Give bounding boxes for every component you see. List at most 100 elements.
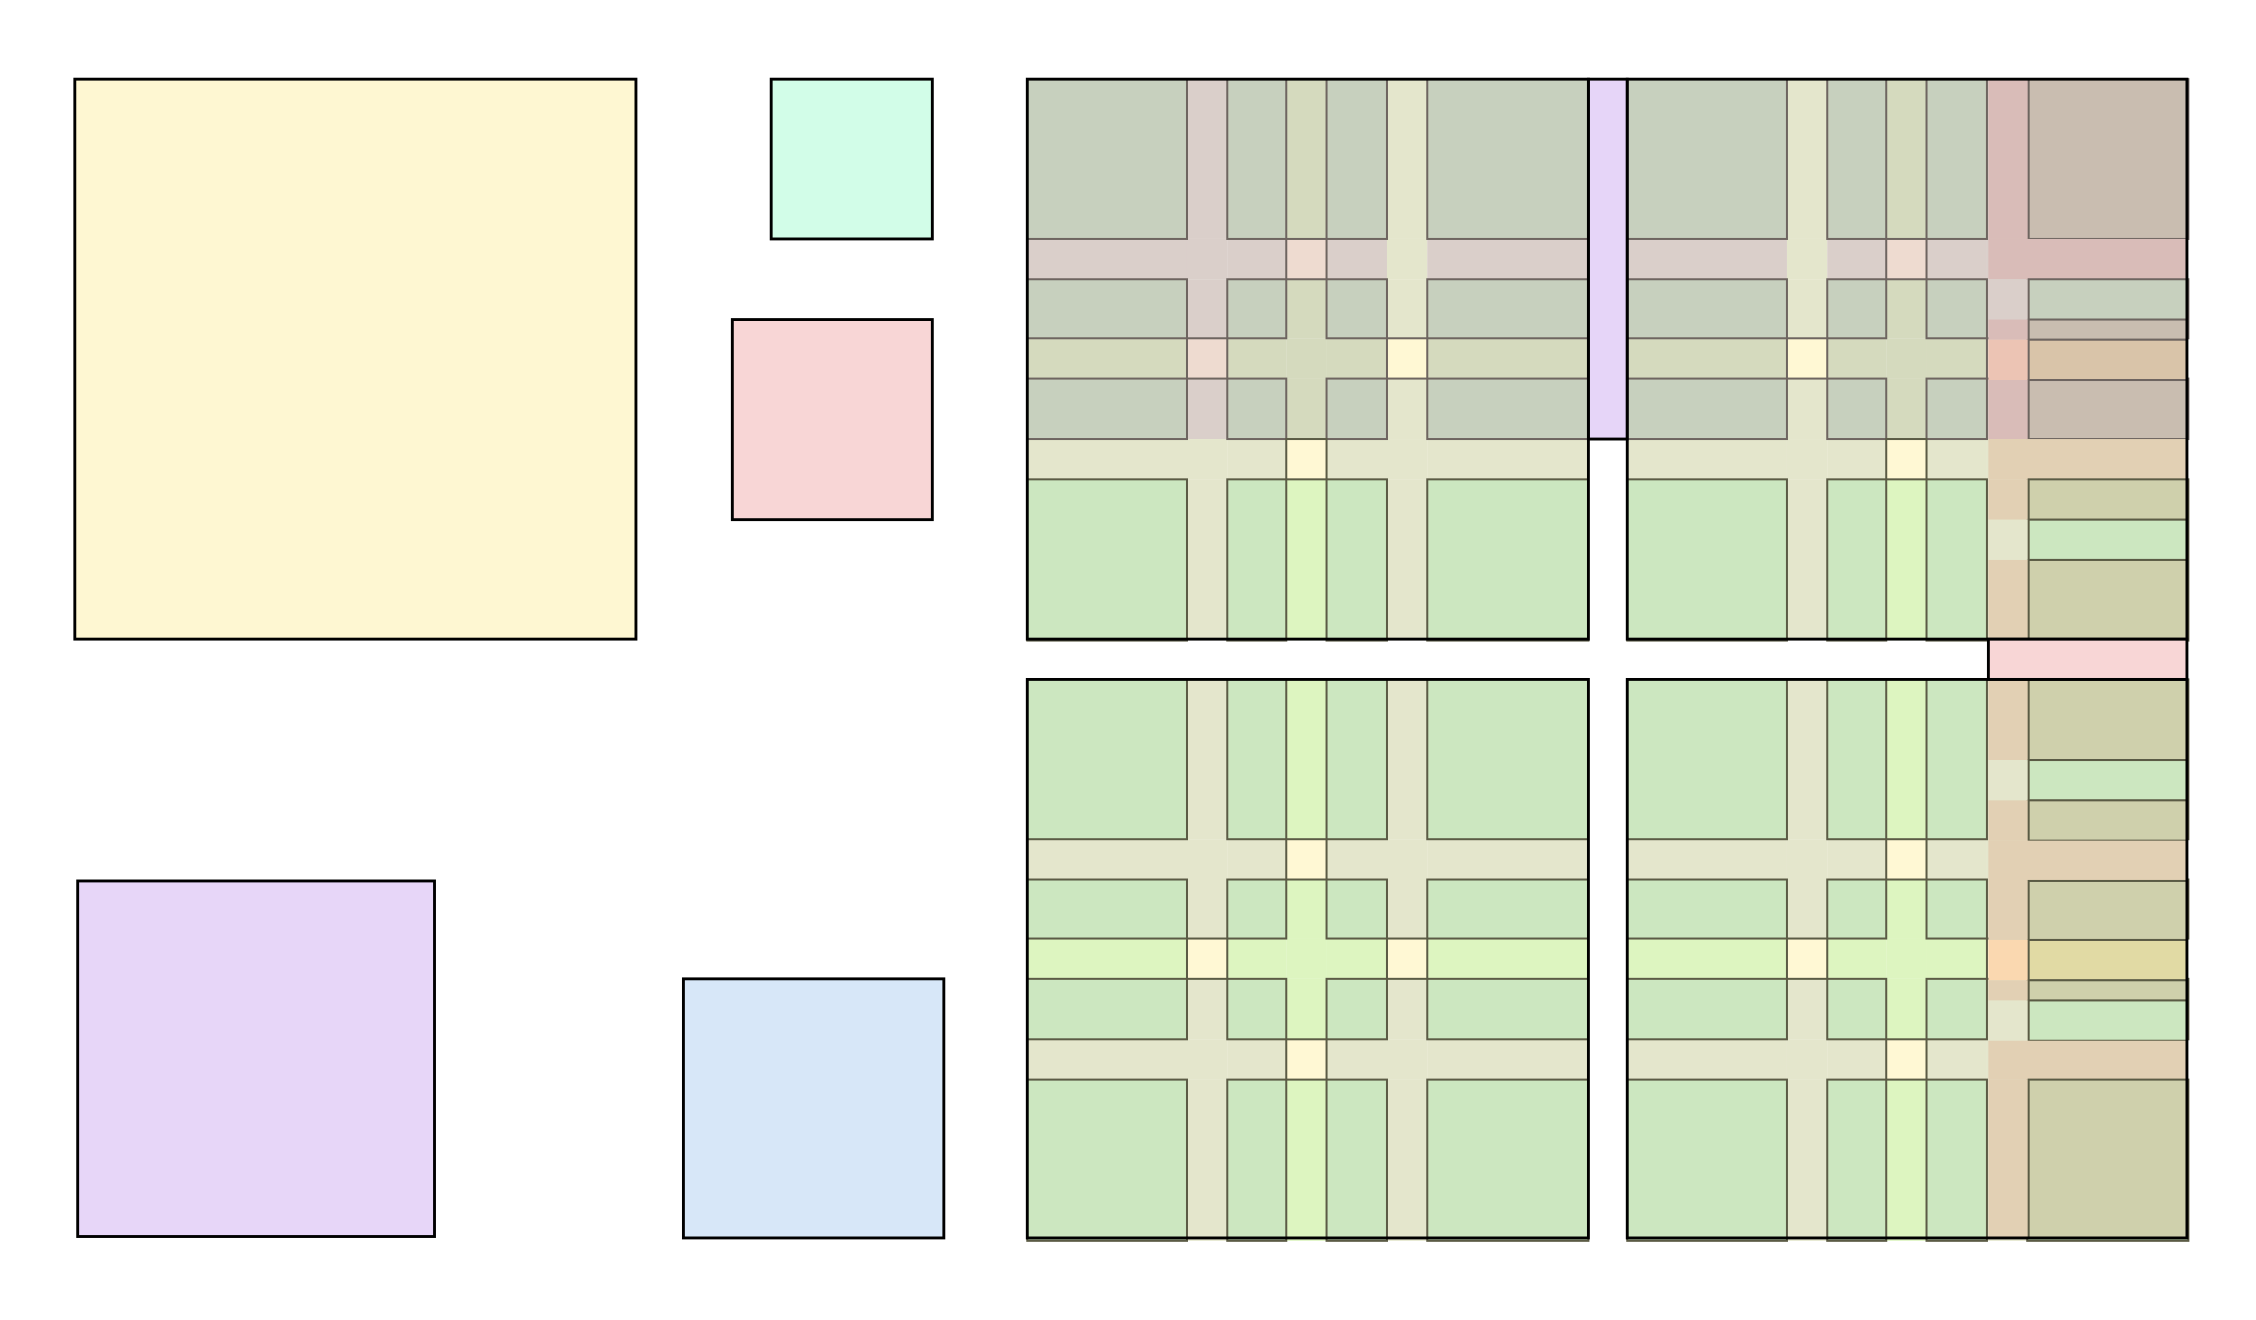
grid-band	[1386, 378, 1428, 440]
grid-cell	[1226, 678, 1288, 841]
grid-band	[1827, 439, 1887, 480]
grid-band	[1386, 238, 1428, 280]
grid-band	[1286, 679, 1327, 840]
grid-cell	[1925, 377, 1988, 441]
grid-band	[1386, 679, 1428, 840]
blue-box	[681, 977, 946, 1240]
grid-band	[1926, 439, 1987, 480]
grid-band	[1326, 238, 1387, 280]
grid-band	[1386, 978, 1428, 1040]
grid-band	[1227, 839, 1287, 880]
grid-cell	[1226, 377, 1288, 441]
grid-crossing	[1785, 337, 1829, 380]
grid-cell	[1426, 478, 1590, 642]
grid-crossing	[1285, 838, 1328, 881]
grid-cell	[1826, 678, 1888, 841]
strip-band-segment	[1988, 800, 2029, 841]
strip-band-segment	[1988, 479, 2029, 520]
grid-cell	[1826, 878, 1888, 940]
block-outlines	[1025, 77, 2189, 1240]
grid-band	[1786, 79, 1828, 239]
grid-cell	[1226, 78, 1288, 240]
grid-band	[1786, 238, 1828, 280]
grid-band	[1427, 338, 1589, 379]
grid-cell	[1325, 278, 1388, 340]
grid-band	[1286, 1079, 1327, 1241]
grid-cell	[1626, 878, 1788, 940]
grid-band	[1326, 439, 1387, 480]
grid-band	[1427, 439, 1589, 480]
grid-block-bottom-left	[1026, 678, 1590, 1242]
grid-band	[1186, 978, 1228, 1040]
grid-band	[1627, 439, 1787, 480]
grid-crossing	[1885, 237, 1928, 281]
grid-cell	[1826, 977, 1888, 1041]
grid-cell	[1925, 878, 1988, 940]
grid-cell	[1226, 478, 1288, 642]
strip-band	[1988, 840, 2187, 881]
grid-cell	[1426, 977, 1590, 1041]
grid-crossing	[1285, 1038, 1328, 1081]
grid-band	[1886, 879, 1927, 939]
strip-band-segment	[1988, 279, 2029, 320]
grid-cell	[1925, 478, 1988, 642]
grid-band	[1886, 479, 1927, 641]
grid-cell	[1325, 478, 1388, 642]
strip-band	[1988, 1040, 2187, 1080]
grid-band	[1827, 1039, 1887, 1080]
grid-band	[1326, 1039, 1387, 1080]
grid-cell	[1325, 878, 1388, 940]
grid-band	[1386, 439, 1428, 480]
grid-band	[1186, 238, 1228, 280]
grid-band	[1827, 338, 1887, 379]
block-outline-bottom-right	[1625, 677, 2189, 1240]
strip-cell	[2027, 759, 2188, 802]
purple-box	[76, 879, 436, 1238]
grid-cell	[1826, 278, 1888, 340]
grid-crossing	[1285, 438, 1328, 481]
grid-cell	[1226, 1078, 1288, 1242]
grid-band	[1627, 338, 1787, 379]
grid-band	[1786, 378, 1828, 440]
grid-band	[1427, 238, 1589, 280]
grid-crossing	[1185, 937, 1229, 980]
strip-band-segment	[1988, 559, 2029, 640]
grid-band	[1186, 839, 1228, 880]
strip-cell	[2027, 379, 2188, 441]
grid-cell	[1325, 1078, 1388, 1242]
strip-band	[1988, 439, 2187, 480]
grid-band	[1286, 938, 1327, 979]
strip-cell	[2027, 799, 2188, 842]
grid-cell	[1426, 678, 1590, 841]
grid-band	[1326, 338, 1387, 379]
grid-crossing	[1885, 438, 1928, 481]
grid-band	[1427, 1039, 1589, 1080]
mint-box	[769, 77, 934, 241]
strip-cell	[2027, 879, 2188, 941]
grid-band	[1386, 839, 1428, 880]
grid-band	[1627, 1039, 1787, 1080]
grid-band	[1386, 279, 1428, 339]
grid-band	[1186, 679, 1228, 840]
grid-crossing	[1785, 937, 1829, 980]
grid-band	[1386, 879, 1428, 939]
grid-cell	[1925, 678, 1988, 841]
strip-band-segment	[1988, 760, 2029, 801]
grid-cell	[1426, 1078, 1590, 1242]
grid-band	[1326, 938, 1387, 979]
grid-cell	[1925, 78, 1988, 240]
grid-band	[1326, 839, 1387, 880]
grid-band	[1027, 839, 1187, 880]
grid-band	[1186, 378, 1228, 440]
grid-band	[1386, 1079, 1428, 1241]
strip-cell	[2027, 278, 2188, 321]
grid-cell	[1925, 278, 1988, 340]
strip-band-segment	[1988, 980, 2029, 1001]
grid-cell	[1426, 78, 1590, 240]
pink-connector-box	[1986, 637, 2189, 681]
strip-band-segment	[1988, 1000, 2029, 1041]
grid-band	[1286, 879, 1327, 939]
grid-band	[1227, 938, 1287, 979]
strip-cell	[2027, 338, 2188, 382]
